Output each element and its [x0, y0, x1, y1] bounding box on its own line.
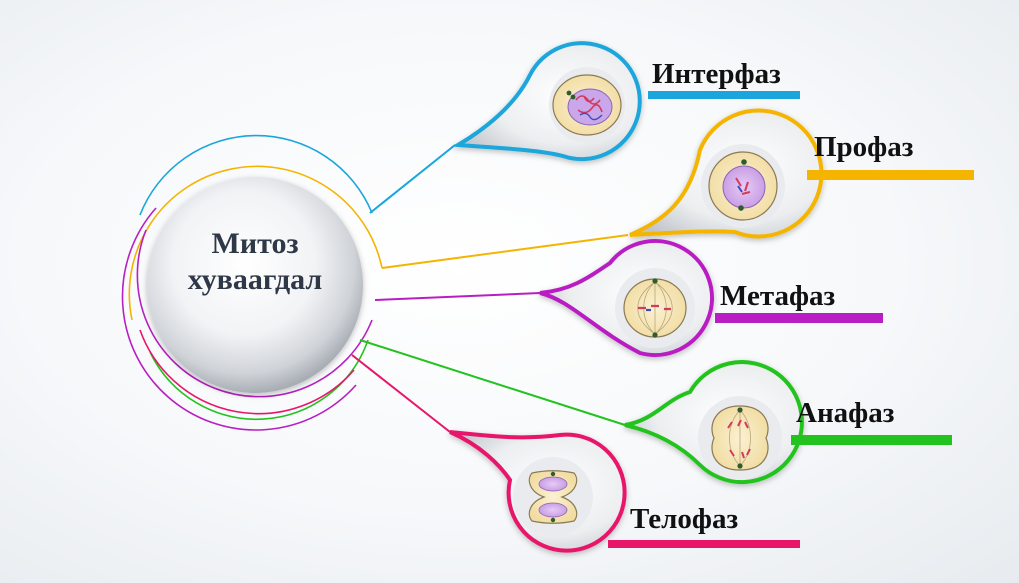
label-interphase: Интерфаз	[652, 58, 781, 91]
interphase-nucleus	[568, 89, 612, 125]
label-telophase: Телофаз	[630, 503, 738, 536]
connector-anaphase	[360, 340, 625, 425]
center-title-line2: хуваагдал	[160, 262, 350, 298]
center-title-line1: Митоз	[160, 226, 350, 262]
metaphase-drop	[540, 241, 712, 355]
underline-telophase	[608, 540, 800, 548]
underline-metaphase	[715, 313, 883, 323]
telophase-nucleus-bottom	[539, 503, 567, 517]
label-anaphase: Анафаз	[796, 397, 894, 430]
prophase-nucleus	[723, 166, 765, 208]
label-metaphase: Метафаз	[720, 280, 835, 313]
telophase-nucleus-top	[539, 477, 567, 491]
connector-interphase	[370, 145, 455, 213]
label-prophase: Профаз	[814, 131, 913, 164]
underline-prophase	[807, 170, 974, 180]
underline-anaphase	[791, 435, 952, 445]
prophase-drop	[630, 111, 821, 237]
underline-interphase	[648, 91, 800, 99]
telophase-drop	[450, 432, 625, 551]
connector-telophase	[352, 355, 450, 432]
connector-prophase	[382, 235, 628, 268]
interphase-drop	[458, 43, 640, 159]
connector-metaphase	[375, 293, 540, 300]
anaphase-drop	[625, 362, 802, 482]
center-title: Митоз хуваагдал	[160, 226, 350, 298]
